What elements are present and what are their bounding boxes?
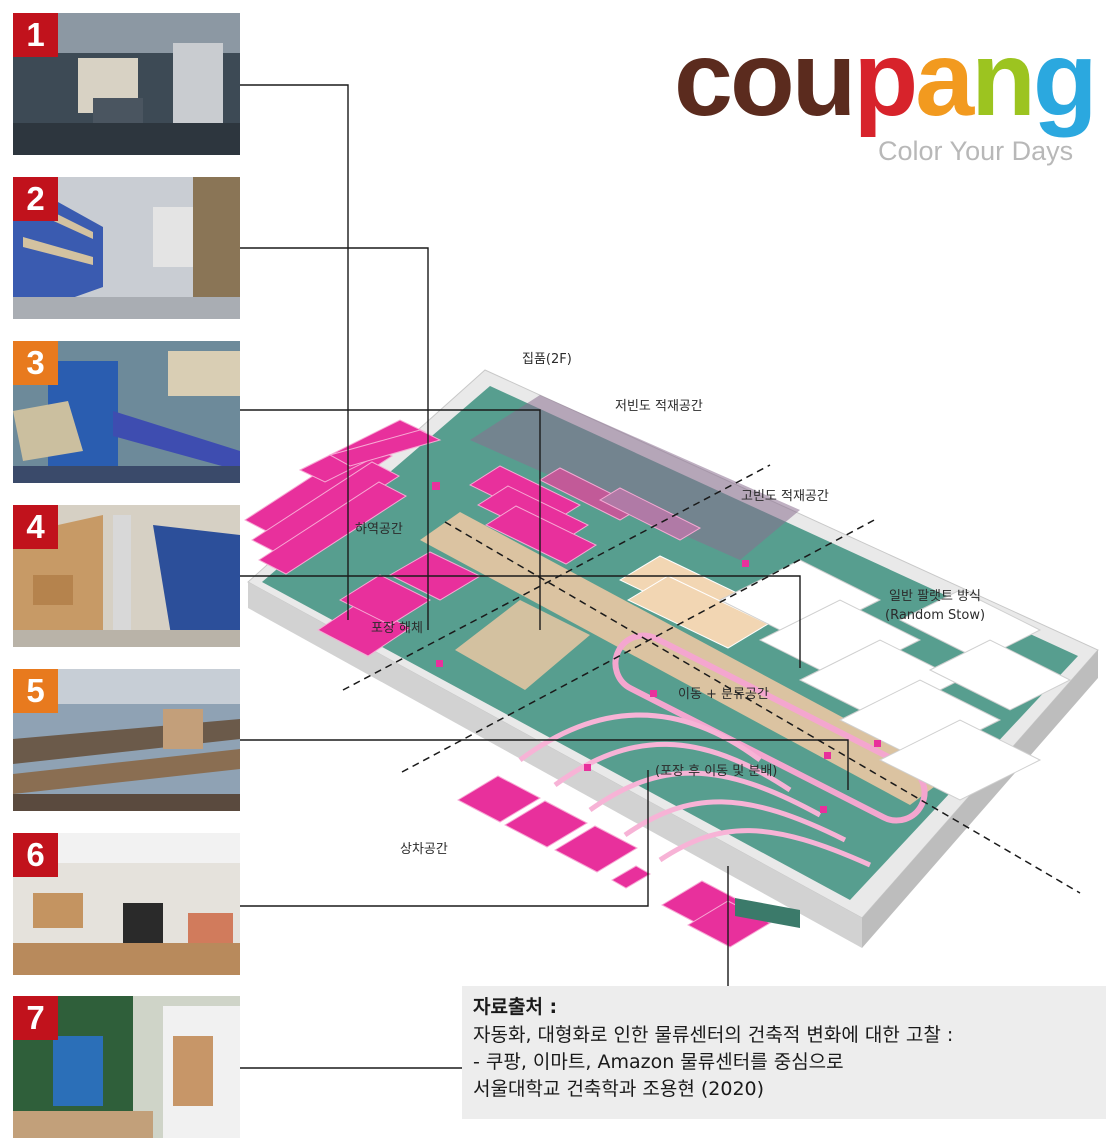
label-post-pack: (포장 후 이동 및 분배) xyxy=(655,764,778,779)
step-photo-2: 2 xyxy=(13,177,240,319)
source-citation: 자료출처 : 자동화, 대형화로 인한 물류센터의 건축적 변화에 대한 고찰 … xyxy=(462,986,1106,1119)
floor-items xyxy=(432,482,881,813)
logo-letter: o xyxy=(729,28,795,138)
source-line-1: 자동화, 대형화로 인한 물류센터의 건축적 변화에 대한 고찰 : xyxy=(473,1024,954,1046)
label-pallet-method-line2: (Random Stow) xyxy=(885,608,986,623)
step-photo-5: 5 xyxy=(13,669,240,811)
source-title: 자료출처 : xyxy=(473,996,558,1018)
brand-logo: coupang Color Your Days xyxy=(672,28,1102,168)
storage-rack-photo xyxy=(13,177,240,319)
step-photo-7: 7 xyxy=(13,996,240,1138)
label-move-sort: 이동 + 분류공간 xyxy=(678,687,769,702)
step-badge-4: 4 xyxy=(13,505,58,549)
step-badge-1: 1 xyxy=(13,13,58,57)
leader-lines xyxy=(240,84,849,1069)
logo-letter: u xyxy=(791,28,857,138)
step-photo-4: 4 xyxy=(13,505,240,647)
step-badge-6: 6 xyxy=(13,833,58,877)
step-badge-2: 2 xyxy=(13,177,58,221)
step-badge-7: 7 xyxy=(13,996,58,1040)
label-low-freq-storage: 저빈도 적재공간 xyxy=(615,399,703,414)
label-pallet-method: 일반 팔랫트 방식 (Random Stow) xyxy=(885,587,985,625)
building-shell-side xyxy=(862,650,1098,948)
dock-strip xyxy=(735,898,800,928)
zone-dividers xyxy=(342,464,1081,894)
label-picking: 집품(2F) xyxy=(522,352,572,367)
logo-letter: a xyxy=(915,28,974,138)
step-photo-3: 3 xyxy=(13,341,240,483)
building-shell-front xyxy=(248,582,862,948)
logo-letter: n xyxy=(971,28,1036,138)
logo-letter: p xyxy=(853,28,918,138)
unloading-racks xyxy=(244,419,442,575)
logo-letter: g xyxy=(1032,28,1098,138)
upper-floor-area xyxy=(470,395,800,560)
label-high-freq-storage: 고빈도 적재공간 xyxy=(741,489,829,504)
logo-tagline: Color Your Days xyxy=(878,136,1074,166)
packing-zone xyxy=(455,600,590,690)
label-pallet-method-line1: 일반 팔랫트 방식 xyxy=(889,589,982,604)
logo-wordmark: coupang xyxy=(674,28,1098,143)
label-packing: 포장 해체 xyxy=(371,621,423,636)
label-loading: 상차공간 xyxy=(400,842,448,857)
low-freq-racks xyxy=(468,465,702,565)
step-photo-6: 6 xyxy=(13,833,240,975)
step-badge-5: 5 xyxy=(13,669,58,713)
source-line-3: 서울대학교 건축학과 조용현 (2020) xyxy=(473,1078,765,1100)
logo-letter: c xyxy=(674,28,733,138)
label-unloading: 하역공간 xyxy=(355,522,403,537)
source-line-2: - 쿠팡, 이마트, Amazon 물류센터를 중심으로 xyxy=(473,1051,844,1073)
picking-aisle-photo xyxy=(13,505,240,647)
step-badge-3: 3 xyxy=(13,341,58,385)
unloading-photo xyxy=(13,13,240,155)
sorting-loop xyxy=(612,632,928,824)
step-photo-1: 1 xyxy=(13,13,240,155)
